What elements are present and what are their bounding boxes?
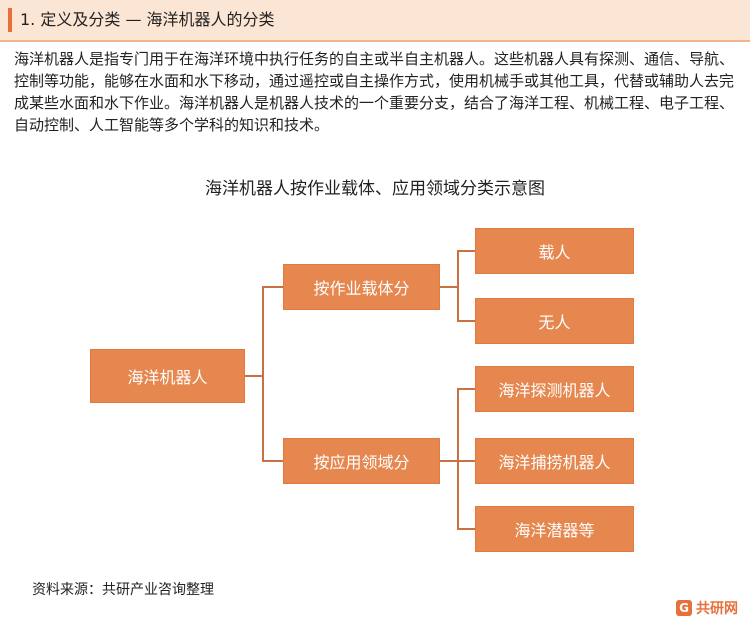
section-title: 1. 定义及分类 — 海洋机器人的分类 — [20, 10, 275, 29]
root-node: 海洋机器人 — [90, 349, 245, 403]
brand-logo: G 共研网 — [676, 598, 738, 618]
logo-mark-icon: G — [676, 600, 692, 616]
connector-branch2-leaf3 — [457, 528, 475, 530]
leaf-node-fishing-robot: 海洋捕捞机器人 — [475, 438, 634, 484]
intro-paragraph: 海洋机器人是指专门用于在海洋环境中执行任务的自主或半自主机器人。这些机器人具有探… — [14, 50, 735, 134]
branch-node-carrier: 按作业载体分 — [283, 264, 440, 310]
leaf-node-manned: 载人 — [475, 228, 634, 274]
leaf-node-submersible: 海洋潜器等 — [475, 506, 634, 552]
leaf-node-exploration-robot: 海洋探测机器人 — [475, 366, 634, 412]
logo-text: 共研网 — [696, 601, 738, 617]
header-accent-bar — [8, 8, 12, 32]
branch-node-application: 按应用领域分 — [283, 438, 440, 484]
connector-branch1-out — [440, 286, 458, 288]
connector-branch2-leaf1 — [457, 388, 475, 390]
connector-trunk-branch1 — [262, 286, 283, 288]
diagram-title: 海洋机器人按作业载体、应用领域分类示意图 — [205, 179, 545, 199]
connector-branch2-leaf2 — [457, 460, 475, 462]
connector-branch2-trunk — [457, 388, 459, 530]
connector-branch2-out — [440, 460, 458, 462]
connector-root-trunk — [262, 286, 264, 462]
leaf-node-unmanned: 无人 — [475, 298, 634, 344]
source-note: 资料来源：共研产业咨询整理 — [32, 582, 214, 598]
section-header: 1. 定义及分类 — 海洋机器人的分类 — [0, 0, 750, 42]
connector-trunk-branch2 — [262, 460, 283, 462]
connector-branch1-leaf2 — [457, 320, 475, 322]
connector-branch1-trunk — [457, 250, 459, 322]
connector-branch1-leaf1 — [457, 250, 475, 252]
connector-root-out — [245, 375, 263, 377]
